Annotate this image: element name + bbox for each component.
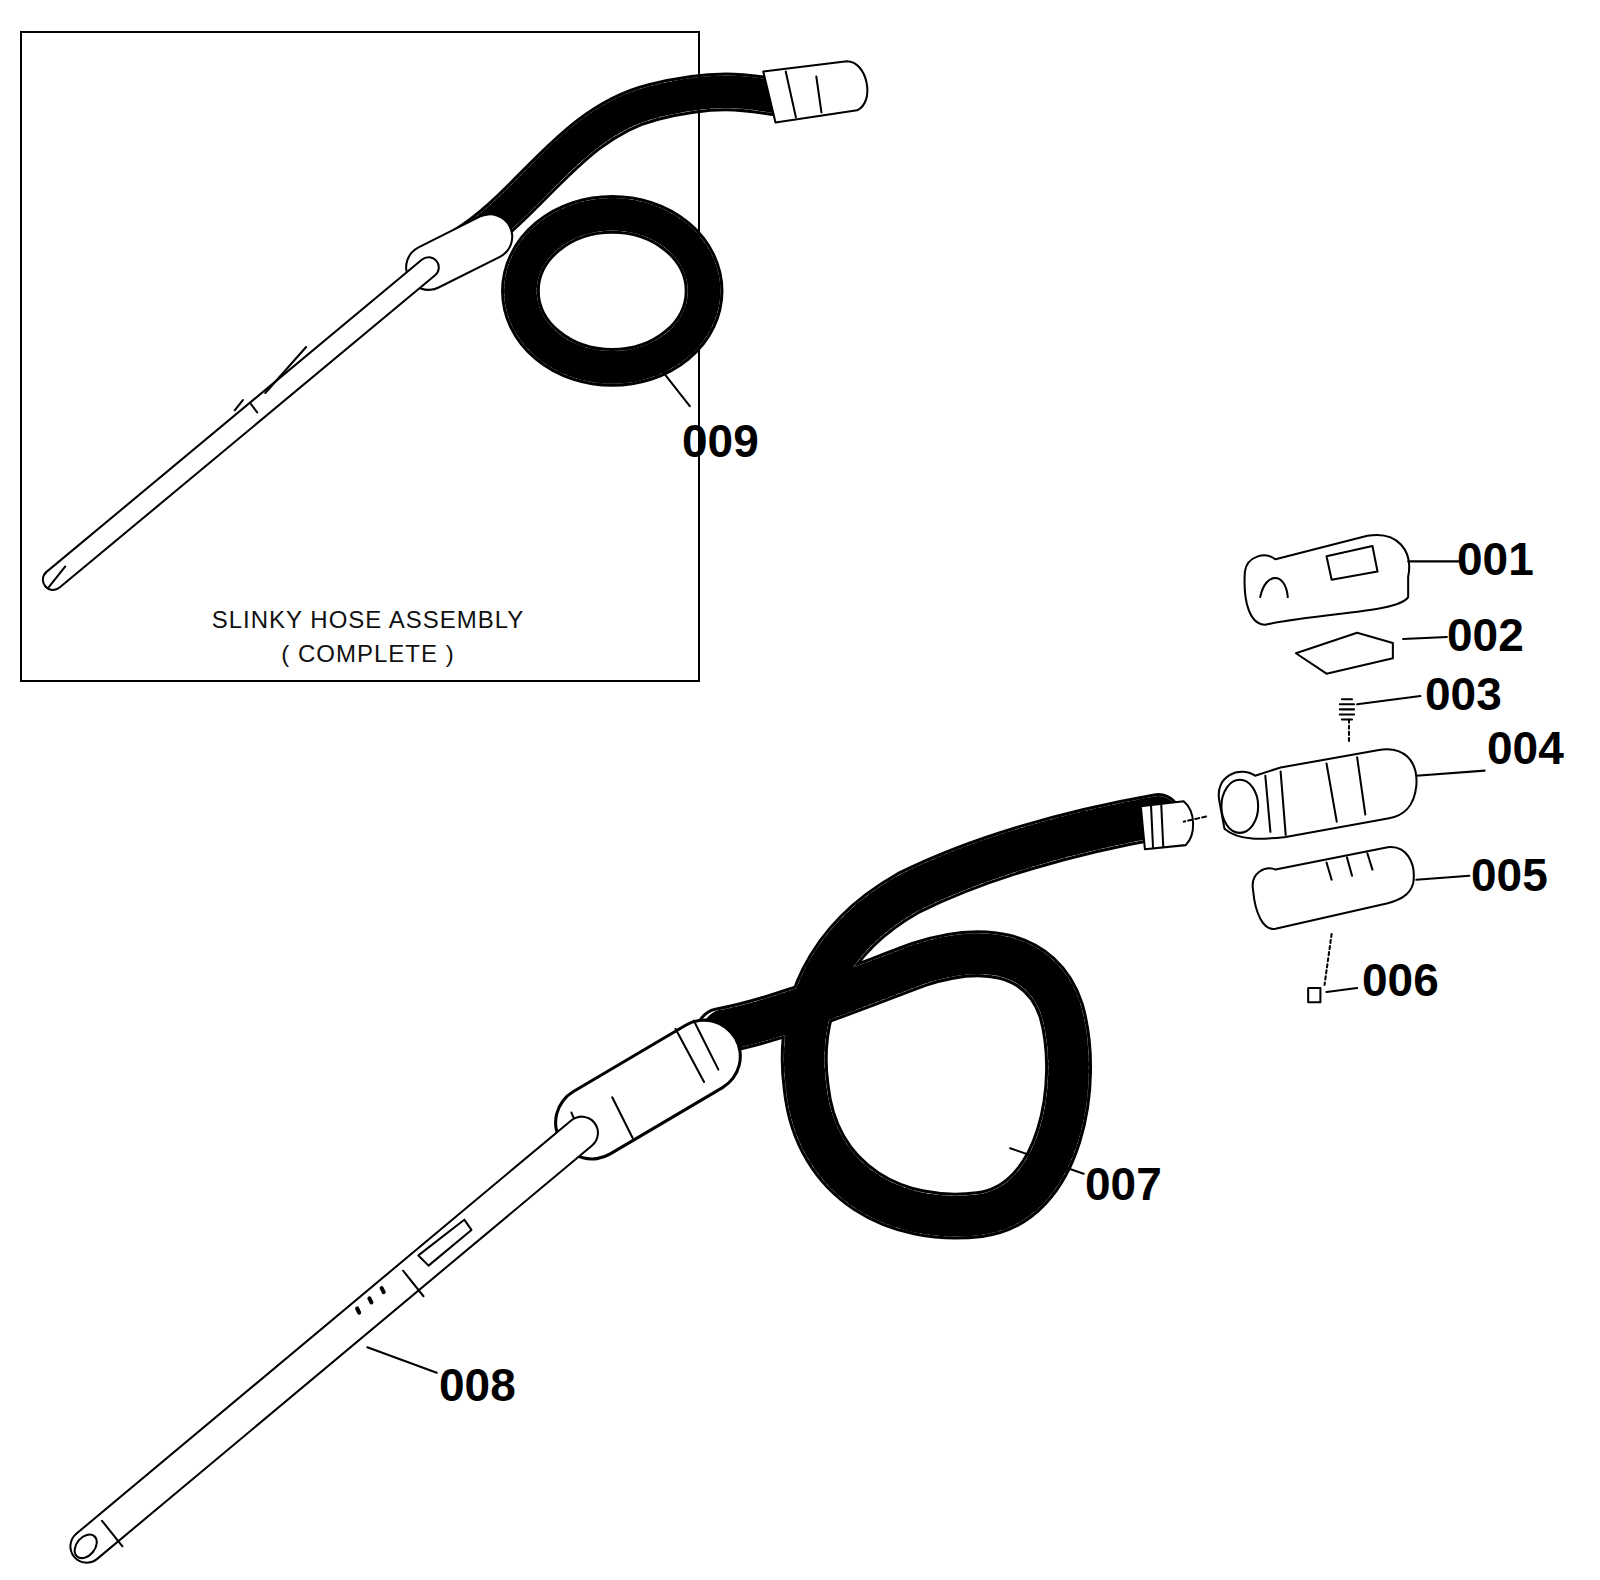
callout-number: 008 bbox=[439, 1362, 516, 1408]
assembly-title: SLINKY HOSE ASSEMBLY ( COMPLETE ) bbox=[205, 603, 531, 670]
complete-hose-illustration bbox=[49, 61, 867, 587]
handle-parts-illustration bbox=[1184, 535, 1485, 1002]
callout-number: 003 bbox=[1425, 671, 1502, 717]
callout-number: 006 bbox=[1362, 957, 1439, 1003]
wand-illustration bbox=[70, 1021, 718, 1563]
inset-frame: SLINKY HOSE ASSEMBLY ( COMPLETE ) bbox=[20, 31, 700, 682]
callout-number: 009 bbox=[682, 418, 759, 464]
callout-number: 001 bbox=[1457, 536, 1534, 582]
hose-illustration bbox=[719, 801, 1193, 1216]
callout-number: 007 bbox=[1085, 1161, 1162, 1207]
callout-number: 005 bbox=[1471, 852, 1548, 898]
callout-number: 004 bbox=[1487, 725, 1564, 771]
callout-number: 002 bbox=[1447, 612, 1524, 658]
